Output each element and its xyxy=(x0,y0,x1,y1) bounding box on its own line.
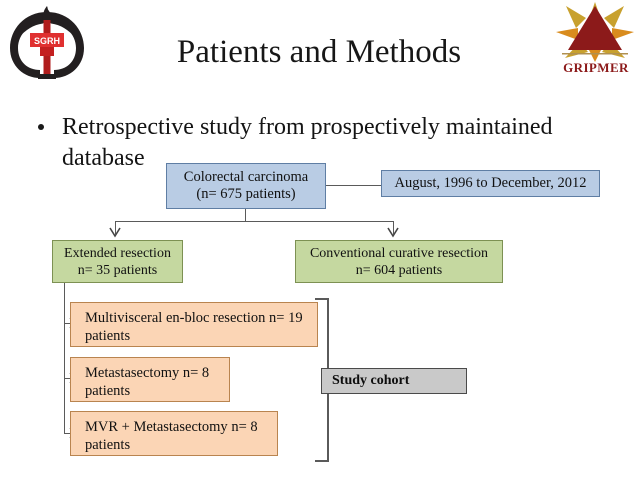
node-study-period-label: August, 1996 to December, 2012 xyxy=(394,175,587,191)
node-mvr-line2: n= 19 patients xyxy=(85,310,303,344)
node-mvr-plus-met-line1: MVR + Metastasectomy xyxy=(85,419,228,435)
connector-drop-left xyxy=(115,221,117,234)
connector-split-bar xyxy=(115,221,394,223)
node-metastasectomy-line2: n= 8 patients xyxy=(85,365,210,399)
node-conventional-line1: Conventional curative resection xyxy=(309,245,489,261)
node-extended-line2: n= 35 patients xyxy=(77,262,158,278)
node-multivisceral-en-bloc[interactable]: Multivisceral en-bloc resection n= 19 pa… xyxy=(70,302,318,347)
connector-extended-spine xyxy=(64,283,66,434)
connector-colorectal-stem xyxy=(245,209,247,222)
node-extended-resection[interactable]: Extended resection n= 35 patients xyxy=(52,240,183,283)
sgrh-logo-text: SGRH xyxy=(34,36,60,46)
bullet-marker-icon xyxy=(38,124,44,130)
node-study-cohort[interactable]: Study cohort xyxy=(321,368,467,394)
connector-colorectal-to-dates xyxy=(326,185,382,187)
node-study-period[interactable]: August, 1996 to December, 2012 xyxy=(381,170,600,197)
cohort-bracket-bottom-tip xyxy=(315,460,329,462)
gripmer-logo-label: GRIPMER xyxy=(563,60,629,75)
page-title: Patients and Methods xyxy=(176,34,462,70)
bullet-text: Retrospective study from prospectively m… xyxy=(62,114,553,171)
cohort-bracket-top-tip xyxy=(315,298,329,300)
node-study-cohort-label: Study cohort xyxy=(332,373,410,388)
node-mvr-plus-metastasectomy[interactable]: MVR + Metastasectomy n= 8 patients xyxy=(70,411,278,456)
sgrh-logo: SGRH xyxy=(6,4,88,82)
node-mvr-line1: Multivisceral en-bloc resection xyxy=(85,310,266,326)
node-conventional-line2: n= 604 patients xyxy=(355,262,443,278)
node-colorectal-line2: (n= 675 patients) xyxy=(196,186,296,202)
node-metastasectomy[interactable]: Metastasectomy n= 8 patients xyxy=(70,357,230,402)
node-conventional-resection[interactable]: Conventional curative resection n= 604 p… xyxy=(295,240,503,283)
connector-drop-right xyxy=(393,221,395,234)
node-mvr-plus-met-line2: n= 8 patients xyxy=(85,419,258,453)
gripmer-logo xyxy=(556,2,634,84)
node-colorectal-line1: Colorectal carcinoma xyxy=(183,169,309,185)
node-metastasectomy-line1: Metastasectomy xyxy=(85,365,180,381)
node-colorectal-carcinoma[interactable]: Colorectal carcinoma (n= 675 patients) xyxy=(166,163,326,209)
node-extended-line1: Extended resection xyxy=(64,245,171,261)
